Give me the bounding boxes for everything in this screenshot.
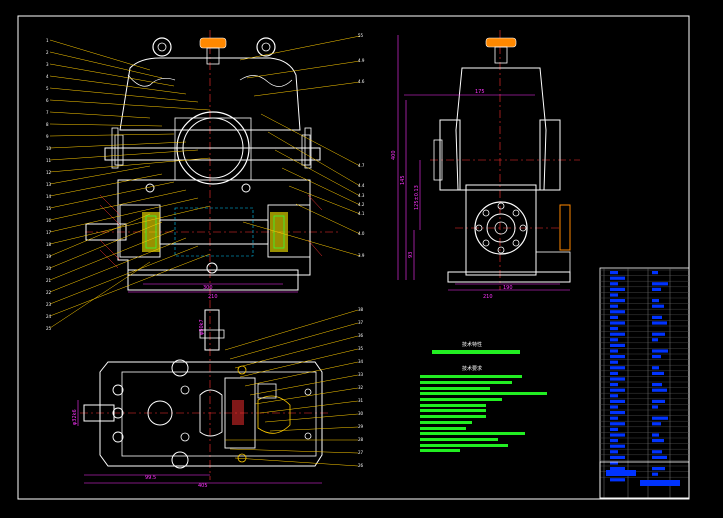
dim-front-b: 210 [208, 294, 218, 300]
part-number-label: 30 [358, 411, 364, 416]
part-number-label: 1 [46, 38, 49, 43]
dim-side-center: 125±0.13 [414, 185, 420, 210]
parts-list-table [599, 267, 690, 499]
part-number-label: 5 [46, 86, 49, 91]
part-number-label: 25 [46, 326, 52, 331]
part-number-label: 11 [46, 158, 52, 163]
dim-side-bottom-a: 190 [503, 285, 513, 291]
part-number-label: 4.2 [358, 202, 365, 207]
dim-side-93: 93 [408, 252, 414, 258]
part-number-label: 4.3 [358, 193, 365, 198]
part-number-label: 20 [46, 266, 52, 271]
part-number-label: 23 [46, 302, 52, 307]
dim-side-175: 175 [475, 89, 485, 95]
part-number-label: 4 [46, 74, 49, 79]
part-number-label: 7 [46, 110, 49, 115]
plan-leaders: 38 37 36 35 34 33 32 31 30 29 28 27 26 [224, 307, 364, 468]
notes-title-requirements: 技术要求 [462, 365, 482, 372]
part-number-label: 4.1 [358, 211, 365, 216]
part-number-label: 17 [46, 230, 52, 235]
part-number-label: 24 [46, 314, 52, 319]
part-number-label: 4.0 [358, 231, 365, 236]
part-number-label: 8 [46, 122, 49, 127]
part-number-label: 2 [46, 50, 49, 55]
side-view [397, 30, 580, 291]
part-number-label: 6 [46, 98, 49, 103]
dim-plan-shaft: φ32k6 [72, 409, 78, 425]
part-number-label: 38 [358, 307, 364, 312]
dim-plan-width: 99.5 [145, 475, 156, 481]
part-number-label: 19 [46, 254, 52, 259]
part-number-label: 18 [46, 242, 52, 247]
part-number-label: 37 [358, 320, 364, 325]
dim-plan-top: φ80k7 [199, 319, 205, 335]
technical-notes: 技术特性 技术要求 [420, 341, 547, 452]
part-number-label: 14 [46, 194, 52, 199]
part-number-label: 27 [358, 450, 364, 455]
dim-plan-total: 405 [198, 483, 208, 489]
part-number-label: 3 [46, 62, 49, 67]
part-number-label: 28 [358, 437, 364, 442]
plan-view [77, 300, 330, 484]
part-number-label: 36 [358, 333, 364, 338]
part-number-label: 35 [358, 346, 364, 351]
part-number-label: 4.6 [358, 79, 365, 84]
notes-title-characteristics: 技术特性 [462, 341, 482, 348]
part-number-label: 3.9 [358, 253, 365, 258]
part-number-label: 32 [358, 385, 364, 390]
part-number-label: 26 [358, 463, 364, 468]
drawing-border [17, 15, 690, 500]
part-number-label: 15 [46, 206, 52, 211]
dim-side-bottom-b: 210 [483, 294, 493, 300]
part-number-label: 16 [46, 218, 52, 223]
part-number-label: 9 [46, 134, 49, 139]
part-number-label: 4.4 [358, 183, 365, 188]
part-number-label: 13 [46, 182, 52, 187]
part-number-label: 10 [46, 146, 52, 151]
part-number-label: 31 [358, 398, 364, 403]
part-number-label: 29 [358, 424, 364, 429]
part-number-label: 34 [358, 359, 364, 364]
part-number-label: 4.7 [358, 163, 365, 168]
dim-side-height: 400 [391, 150, 397, 160]
right-top-leaders: 55 4.9 4.6 4.7 4.4 4.3 4.2 4.1 4.0 3.9 [239, 33, 365, 258]
part-number-label: 21 [46, 278, 52, 283]
part-number-label: 33 [358, 372, 364, 377]
dim-side-145: 145 [400, 175, 406, 185]
dim-front-a: 300 [203, 285, 213, 291]
part-number-label: 12 [46, 170, 52, 175]
front-view [85, 30, 340, 300]
part-number-label: 55 [358, 33, 364, 38]
left-leaders: 1234567891011121314151617181920212223242… [46, 38, 211, 331]
part-number-label: 4.9 [358, 58, 365, 63]
part-number-label: 22 [46, 290, 52, 295]
